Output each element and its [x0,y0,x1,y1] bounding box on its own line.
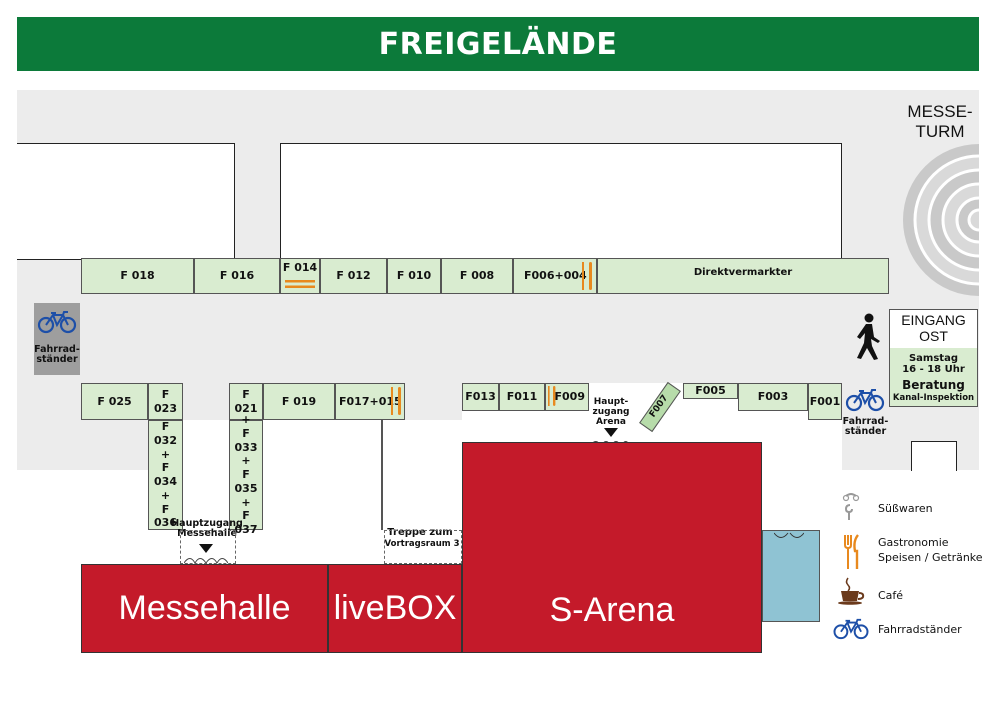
messeturm-label: MESSE- TURM [907,102,973,142]
fork-knife-icon [548,386,556,406]
path-line [381,420,383,530]
stall-f011[interactable]: F011 [499,383,545,411]
stall-f006-label: F006+004 [524,269,587,283]
messehalle-entry-dashed [180,530,236,564]
stall-f001[interactable]: F001 [808,383,842,420]
bicycle-icon [845,389,885,412]
stall-f021[interactable]: F 021 [229,383,263,420]
coffee-cup-icon [838,577,865,605]
stall-f013[interactable]: F013 [462,383,499,411]
door-symbol [774,532,804,538]
stall-f012[interactable]: F 012 [320,258,387,294]
entrance-east-label: EINGANG OST [901,312,966,345]
title-banner: FREIGELÄNDE [17,17,979,71]
treppe-label: Treppe zum [387,527,453,538]
bicycle-icon [37,311,77,334]
stall-f023[interactable]: F 023 [148,383,183,420]
stall-f014-label: F 014 [282,261,318,274]
fork-knife-icon [582,262,592,290]
entrance-arrow-icon [604,428,618,437]
stall-f025[interactable]: F 025 [81,383,148,420]
messeturm-tower [903,144,979,296]
stall-f032-036[interactable]: F 032 + F 034 + F 036 [148,420,183,530]
small-building-outline [911,441,957,471]
stall-f003[interactable]: F003 [738,383,808,411]
bike-stand-right-label: Fahrrad- ständer [842,416,889,438]
hauptzugang-arena-label: Haupt- zugang Arena [592,397,630,427]
entrance-east-title-bg [890,310,977,348]
stall-f009[interactable]: F009 [545,383,589,411]
stall-f005[interactable]: F005 [683,383,738,399]
building-center-outline [280,143,842,260]
hall-livebox[interactable]: liveBOX [328,564,462,653]
stall-f018[interactable]: F 018 [81,258,194,294]
hall-messehalle[interactable]: Messehalle [81,564,328,653]
stall-f019[interactable]: F 019 [263,383,335,420]
bike-stand-left-label: Fahrrad- ständer [34,344,80,366]
fork-knife-icon [844,534,859,569]
pool-annex [762,530,820,622]
stall-f008[interactable]: F 008 [441,258,513,294]
stall-direktvermarkter[interactable]: Direktvermarkter [597,258,889,294]
beratung-label: Beratung [902,378,965,392]
candy-icon [842,493,860,520]
stall-f017-label: F017+015 [339,394,402,408]
walkway-white [180,420,462,470]
beratung-time: Samstag 16 - 18 Uhr [902,353,965,375]
stall-f033-037[interactable]: + F 033 + F 035 + F 037 [229,413,263,536]
treppe-dashed [384,530,462,564]
bicycle-icon [833,618,869,640]
building-left-outline [17,143,235,260]
fork-knife-icon [391,387,401,415]
stall-f017-015[interactable]: F017+015 [335,383,405,420]
door-symbol [184,558,228,564]
entrance-arrow-icon [199,544,213,553]
stall-f009-label: F009 [554,390,585,404]
pedestrian-icon [857,313,880,360]
kanal-inspektion-label: Kanal-Inspektion [892,393,975,403]
hall-messehalle-label: Messehalle [118,589,291,627]
vortragsraum-label: Vortragsraum 3 [384,539,460,549]
stall-direkt-label: Direktvermarkter [693,267,793,278]
hall-s-arena[interactable]: S-Arena [462,442,762,653]
legend-item-suesswaren: Süßwaren [878,502,933,515]
legend-item-cafe: Café [878,589,904,602]
page-title: FREIGELÄNDE [378,26,618,62]
legend-item-gastronomie: Gastronomie Speisen / Getränke [878,536,983,564]
stall-f016[interactable]: F 016 [194,258,280,294]
hall-livebox-label: liveBOX [333,589,457,627]
hauptzugang-messehalle-label: Hauptzugang Messehalle [171,518,243,540]
hall-s-arena-label: S-Arena [549,591,675,629]
legend-item-fahrradstaender: Fahrradständer [878,623,962,636]
door-symbol [590,441,630,447]
stall-f010[interactable]: F 010 [387,258,441,294]
fork-knife-icon [285,280,315,288]
